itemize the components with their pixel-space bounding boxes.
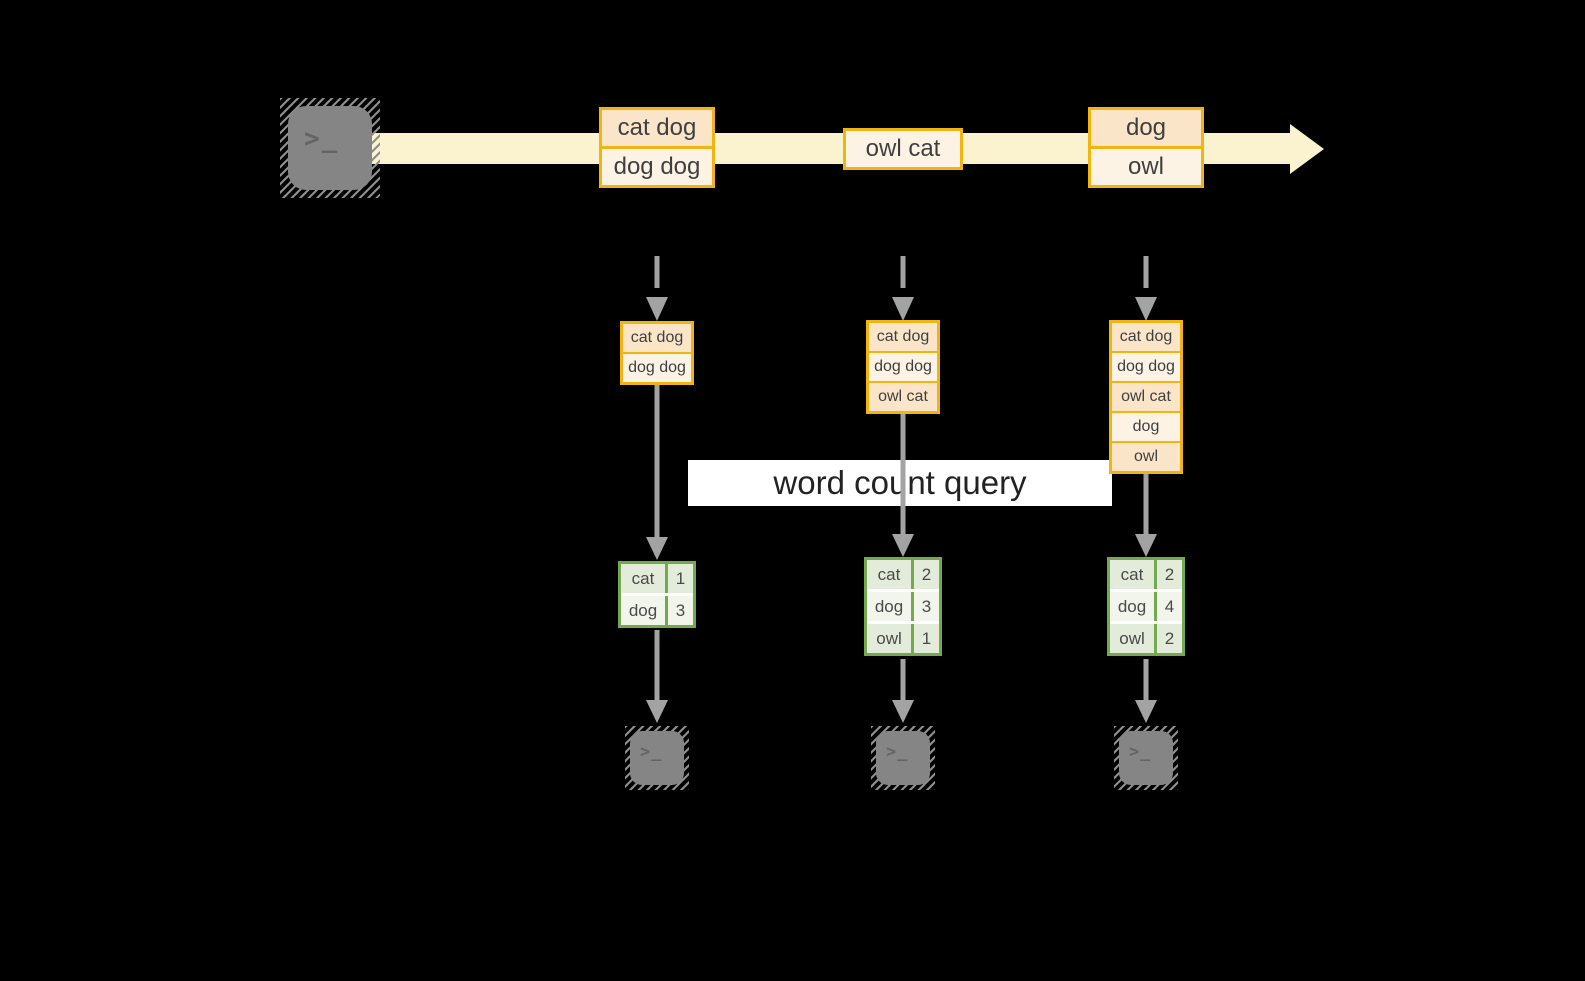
stream-record: owl cat xyxy=(846,131,960,167)
stream-event-box-3: dog owl xyxy=(1088,107,1204,188)
stream-record: dog xyxy=(1091,110,1201,146)
arrowhead-icon xyxy=(892,297,914,321)
stream-record: cat dog xyxy=(602,110,712,146)
buffer-record: cat dog xyxy=(1112,323,1180,351)
count-value: 1 xyxy=(668,564,693,593)
buffer-box-3: cat dog dog dog owl cat dog owl xyxy=(1109,320,1183,474)
buffer-box-1: cat dog dog dog xyxy=(620,321,694,385)
stream-record: owl xyxy=(1091,149,1201,185)
count-value: 2 xyxy=(1157,560,1182,589)
count-table-1: cat 1 dog 3 xyxy=(618,561,696,628)
arrowhead-icon xyxy=(646,537,668,560)
buffer-box-2: cat dog dog dog owl cat xyxy=(866,320,940,414)
buffer-record: dog dog xyxy=(1112,353,1180,381)
terminal-prompt-glyph: >_ xyxy=(640,742,663,762)
count-word: owl xyxy=(867,624,911,653)
terminal-body: >_ xyxy=(288,106,372,190)
stream-record: dog dog xyxy=(602,149,712,185)
count-value: 2 xyxy=(1157,624,1182,653)
terminal-prompt-glyph: >_ xyxy=(304,124,340,154)
buffer-record: owl cat xyxy=(869,383,937,411)
arrowhead-icon xyxy=(892,534,914,557)
arrowhead-icon xyxy=(892,700,914,723)
count-word: dog xyxy=(621,596,665,625)
buffer-record: dog xyxy=(1112,413,1180,441)
count-value: 3 xyxy=(914,592,939,621)
sink-terminal-icon-3: >_ xyxy=(1114,726,1178,790)
stream-event-box-2: owl cat xyxy=(843,128,963,170)
arrowhead-icon xyxy=(646,700,668,723)
terminal-body: >_ xyxy=(1119,731,1173,785)
count-table-2: cat 2 dog 3 owl 1 xyxy=(864,557,942,656)
count-table-3: cat 2 dog 4 owl 2 xyxy=(1107,557,1185,656)
terminal-body: >_ xyxy=(630,731,684,785)
arrowhead-icon xyxy=(1135,297,1157,321)
sink-terminal-icon-2: >_ xyxy=(871,726,935,790)
count-word: cat xyxy=(1110,560,1154,589)
buffer-record: cat dog xyxy=(869,323,937,351)
count-value: 1 xyxy=(914,624,939,653)
stream-event-box-1: cat dog dog dog xyxy=(599,107,715,188)
arrowhead-icon xyxy=(646,297,668,321)
buffer-record: owl cat xyxy=(1112,383,1180,411)
stream-arrowhead-icon xyxy=(1290,124,1324,174)
count-value: 3 xyxy=(668,596,693,625)
buffer-record: cat dog xyxy=(623,324,691,352)
arrowhead-icon xyxy=(1135,700,1157,723)
count-word: dog xyxy=(867,592,911,621)
count-word: cat xyxy=(621,564,665,593)
terminal-prompt-glyph: >_ xyxy=(886,742,909,762)
buffer-record: dog dog xyxy=(623,354,691,382)
buffer-record: dog dog xyxy=(869,353,937,381)
count-word: owl xyxy=(1110,624,1154,653)
query-banner: word count query xyxy=(688,460,1112,506)
count-value: 4 xyxy=(1157,592,1182,621)
sink-terminal-icon-1: >_ xyxy=(625,726,689,790)
arrowhead-icon xyxy=(1135,534,1157,557)
source-terminal-icon: >_ xyxy=(280,98,380,198)
count-word: cat xyxy=(867,560,911,589)
buffer-record: owl xyxy=(1112,443,1180,471)
terminal-body: >_ xyxy=(876,731,930,785)
count-word: dog xyxy=(1110,592,1154,621)
count-value: 2 xyxy=(914,560,939,589)
terminal-prompt-glyph: >_ xyxy=(1129,742,1152,762)
